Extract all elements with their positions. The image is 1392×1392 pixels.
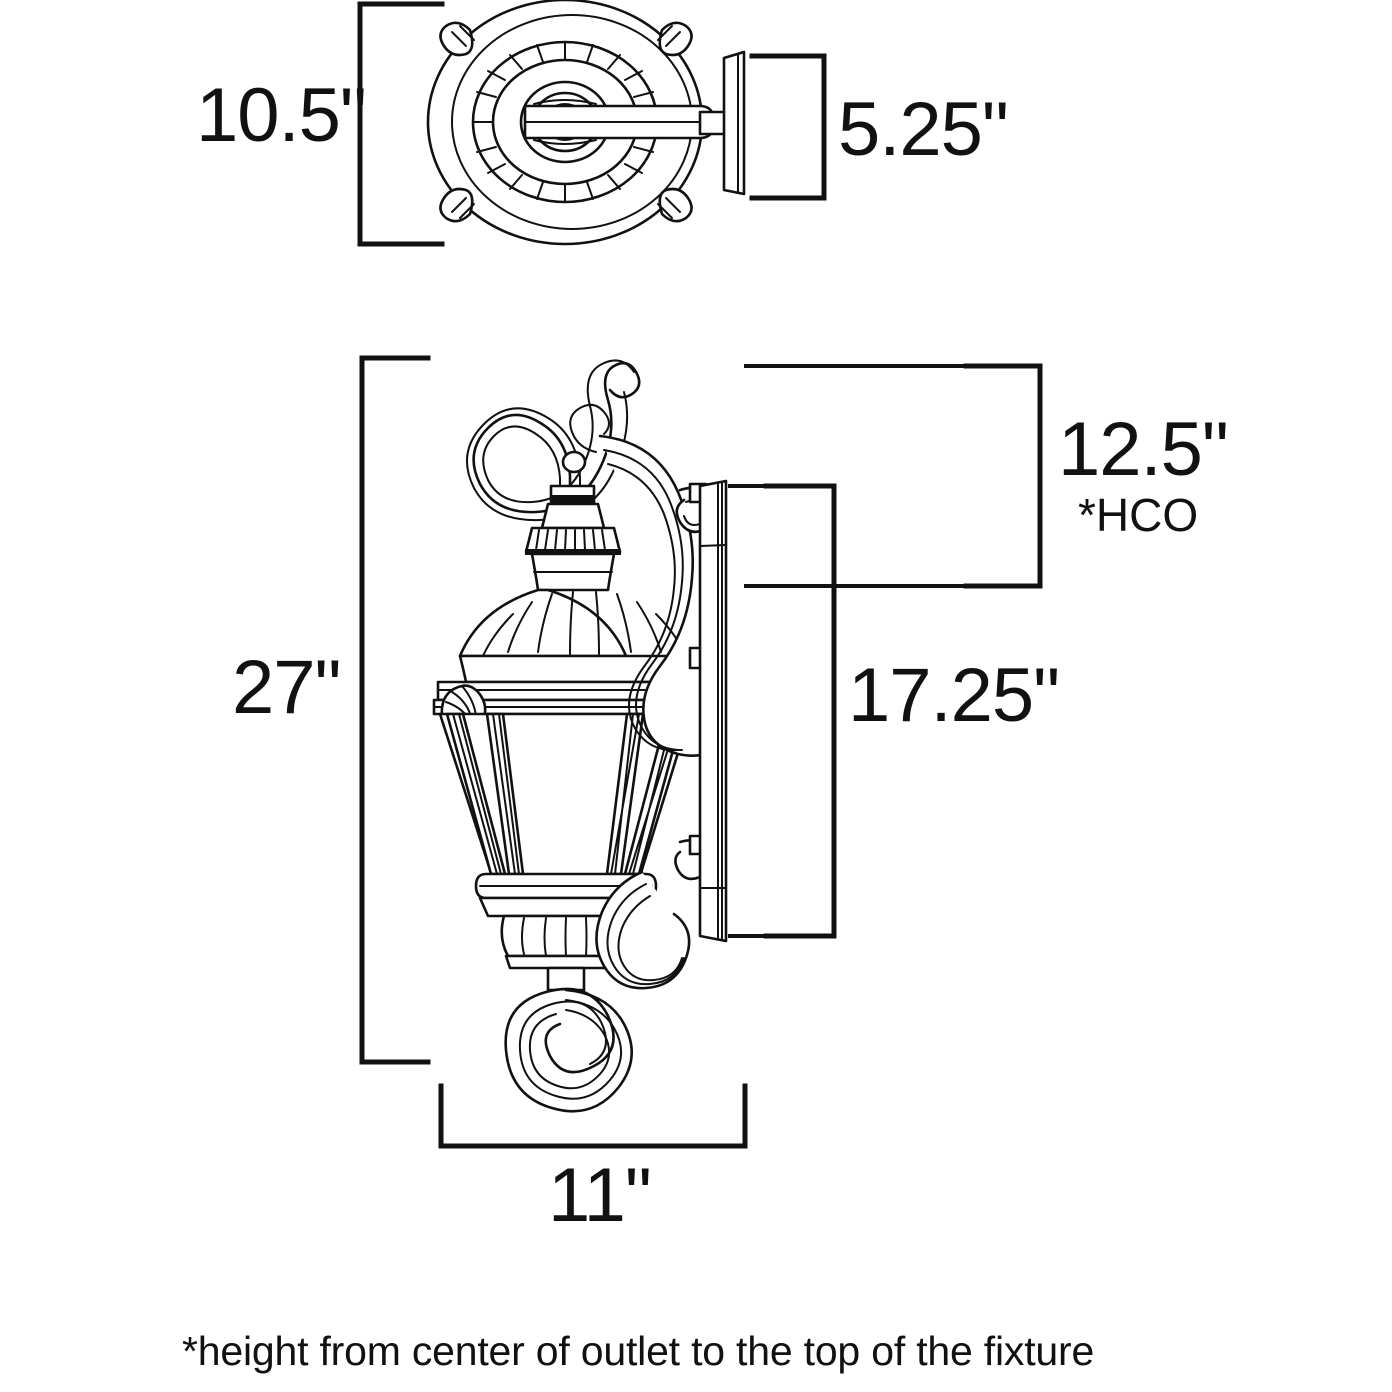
dimension-label-5-25: 5.25" [838, 87, 1009, 172]
dimension-label-hco-note: *HCO [1078, 489, 1199, 541]
dimension-label-10-5: 10.5" [196, 73, 367, 158]
dimension-bracket-12-5 [963, 363, 1043, 589]
side-elevation-artwork [432, 359, 1040, 1113]
glass-cage [438, 712, 692, 878]
dimension-bracket-5-25 [749, 53, 827, 201]
dimension-label-27: 27" [232, 645, 342, 730]
canopy-ornaments [439, 21, 693, 223]
wall-mounting-plate [698, 479, 834, 943]
dimension-label-17-25: 17.25" [848, 653, 1060, 738]
bottom-scroll [504, 987, 634, 1113]
radial-ribs [472, 41, 658, 203]
top-view-wall-plate [722, 50, 824, 200]
dimension-label-11: 11" [548, 1153, 652, 1238]
dimension-bracket-17-25 [763, 483, 837, 939]
petal-dome [458, 588, 687, 684]
finial-neck [540, 484, 606, 530]
dimension-bracket-10-5 [357, 1, 445, 247]
dimension-label-12-5: 12.5" [1058, 407, 1229, 492]
top-view-arm [523, 104, 716, 140]
dimension-bracket-27 [359, 355, 431, 1065]
top-view-artwork [426, 0, 824, 246]
ribbed-collar [524, 526, 622, 555]
footnote-text: *height from center of outlet to the top… [182, 1328, 1095, 1374]
dimension-bracket-11 [438, 1083, 748, 1149]
